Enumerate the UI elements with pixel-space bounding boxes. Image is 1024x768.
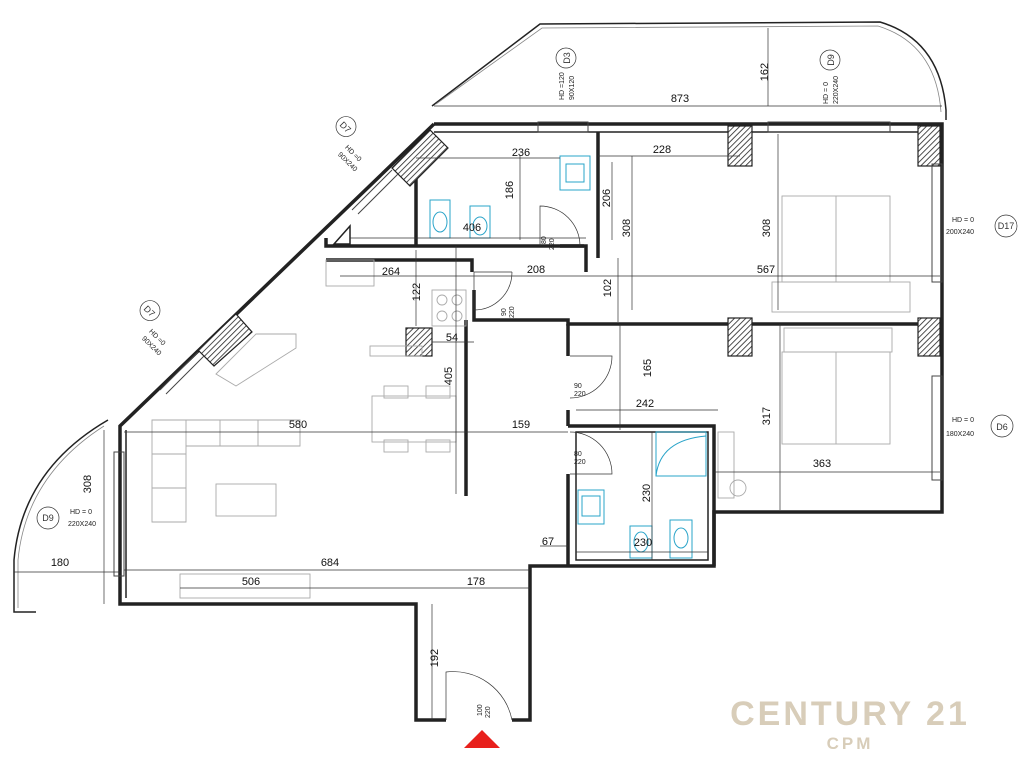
dim-230-b: 230	[634, 537, 652, 549]
dim-873: 873	[671, 93, 689, 105]
door-hall-h: 220	[509, 306, 516, 318]
dim-684: 684	[321, 557, 339, 569]
svg-text:HD = 0: HD = 0	[952, 417, 974, 424]
door-entry-h: 220	[485, 706, 492, 718]
entry-arrow-icon	[464, 730, 500, 748]
dim-228: 228	[653, 144, 671, 156]
century21-logo: CENTURY 21 CPM	[700, 694, 1000, 754]
svg-text:HD =120: HD =120	[559, 72, 566, 100]
svg-text:180X240: 180X240	[946, 431, 974, 438]
dimension-labels: 873 162 236 228 186 206 406 308 308 264 …	[51, 63, 831, 667]
dim-208: 208	[527, 264, 545, 276]
dim-264: 264	[382, 266, 400, 278]
dim-122: 122	[411, 283, 423, 301]
window-tag-d9-left: D9 HD = 0 220X240	[36, 506, 96, 530]
dim-186: 186	[504, 181, 516, 199]
dim-192: 192	[429, 649, 441, 667]
dim-363: 363	[813, 458, 831, 470]
svg-text:HD = 0: HD = 0	[823, 82, 830, 104]
svg-text:220X240: 220X240	[833, 76, 840, 104]
balcony-left	[13, 419, 109, 613]
dim-162: 162	[759, 63, 771, 81]
svg-text:90X120: 90X120	[569, 76, 576, 100]
dim-178: 178	[467, 576, 485, 588]
dim-242: 242	[636, 398, 654, 410]
dim-236: 236	[512, 147, 530, 159]
window-tag-d6: D6 HD = 0 180X240	[946, 414, 1014, 438]
door-labels: 80 220 90 220 90 220 80 220 100 220	[477, 236, 586, 718]
dim-54: 54	[446, 332, 458, 344]
door-bath-w: 80	[574, 451, 582, 458]
svg-text:D17: D17	[998, 221, 1015, 231]
dim-406: 406	[463, 222, 481, 234]
door-entry-w: 100	[477, 704, 484, 716]
window-tag-d7-left: D7 HD =0 90X240	[139, 300, 166, 357]
dim-405: 405	[443, 367, 455, 385]
dim-102: 102	[602, 279, 614, 297]
logo-brand: CENTURY 21	[730, 695, 970, 733]
svg-text:HD = 0: HD = 0	[952, 217, 974, 224]
dim-317: 317	[761, 407, 773, 425]
svg-text:D7: D7	[142, 304, 157, 319]
dimension-lines	[14, 28, 942, 720]
door-bath-h: 220	[574, 459, 586, 466]
balcony-top	[431, 21, 947, 120]
door-room-w: 90	[574, 383, 582, 390]
window-tag-d17: D17 HD = 0 200X240	[946, 214, 1018, 238]
svg-text:200X240: 200X240	[946, 229, 974, 236]
window-tag-d3: D3 HD =120 90X120	[555, 47, 577, 100]
dim-506: 506	[242, 576, 260, 588]
dim-67: 67	[542, 536, 554, 548]
svg-text:HD = 0: HD = 0	[70, 509, 92, 516]
window-tags: D3 HD =120 90X120 D9 HD = 0 220X240 D17 …	[36, 47, 1018, 530]
window-tag-d7-top: D7 HD =0 90X240	[335, 116, 362, 173]
door-wc-top-h: 220	[549, 238, 556, 250]
furniture	[151, 195, 911, 599]
window-tag-d9-top: D9 HD = 0 220X240	[819, 49, 841, 104]
dim-165: 165	[642, 359, 654, 377]
svg-text:D9: D9	[826, 54, 836, 66]
dim-180: 180	[51, 557, 69, 569]
svg-text:D6: D6	[996, 422, 1008, 432]
svg-text:D7: D7	[338, 120, 353, 135]
dim-567: 567	[757, 264, 775, 276]
outer-walls	[118, 122, 944, 722]
dim-159: 159	[512, 419, 530, 431]
door-room-h: 220	[574, 391, 586, 398]
dim-308-c: 308	[82, 475, 94, 493]
door-wc-top-w: 80	[541, 236, 548, 244]
dim-230-a: 230	[641, 484, 653, 502]
dim-308-a: 308	[621, 219, 633, 237]
svg-text:D3: D3	[562, 52, 572, 64]
logo-sub: CPM	[826, 734, 874, 753]
dim-308-b: 308	[761, 219, 773, 237]
windows	[113, 121, 943, 577]
door-hall-w: 90	[501, 308, 508, 316]
svg-text:D9: D9	[42, 513, 54, 523]
svg-text:220X240: 220X240	[68, 521, 96, 528]
dim-580: 580	[289, 419, 307, 431]
dim-206: 206	[601, 189, 613, 207]
